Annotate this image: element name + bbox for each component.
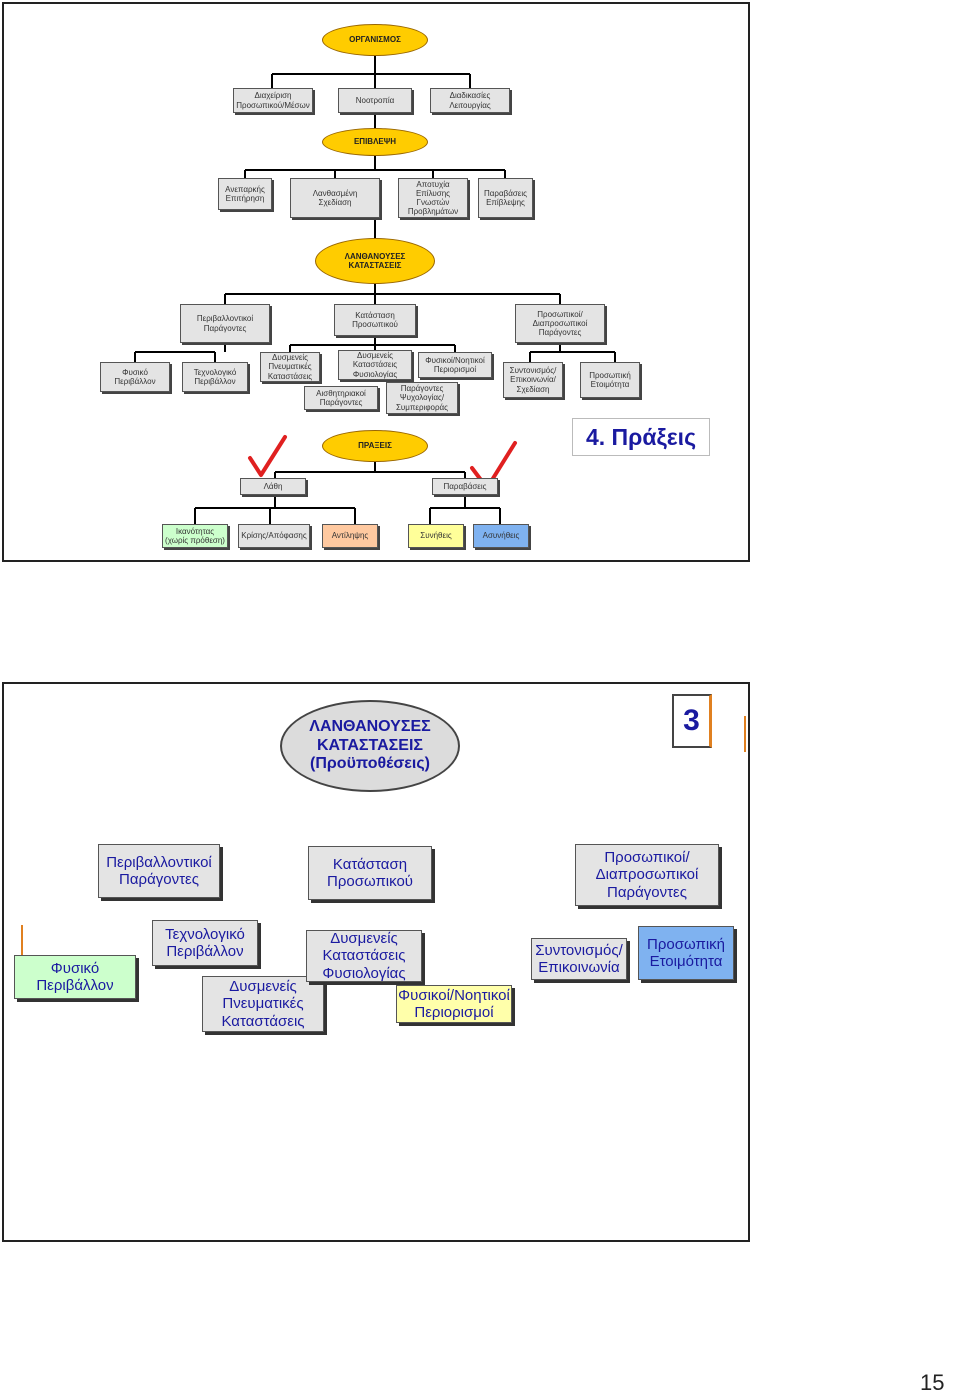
node-katastasi-prosopikou: Κατάσταση Προσωπικού <box>334 304 416 336</box>
node-asynitheis: Ασυνήθεις <box>473 524 529 548</box>
node-pneumatikes-katastaseis: Δυσμενείς Πνευματικές Καταστάσεις <box>260 352 320 382</box>
node-pneumatikes-katastaseis-2: Δυσμενείς Πνευματικές Καταστάσεις <box>202 976 324 1032</box>
node-prosopiki-etoimotita: Προσωπική Ετοιμότητα <box>580 362 640 398</box>
node-katastaseis-fysiologias: Δυσμενείς Καταστάσεις Φυσιολογίας <box>338 350 412 380</box>
node-texnologiko-perivallon-2: Τεχνολογικό Περιβάλλον <box>152 920 258 966</box>
node-syntonismos: Συντονισμός/ Επικοινωνία/ Σχεδίαση <box>503 362 563 398</box>
node-prosopiki-etoimotita-2: Προσωπική Ετοιμότητα <box>638 926 734 980</box>
node-ikanotitas: Ικανότητας (χωρίς πρόθεση) <box>162 524 228 548</box>
slide-number-badge: 3 <box>672 694 712 748</box>
node-psyxologias: Παράγοντες Ψυχολογίας/ Συμπεριφοράς <box>386 382 458 414</box>
node-diaxeirisi: Διαχείριση Προσωπικού/Μέσων <box>233 88 313 113</box>
node-apotyxia-epilysis: Αποτυχία Επίλυσης Γνωστών Προβλημάτων <box>398 178 468 218</box>
praxeis-section-label: 4. Πράξεις <box>572 418 710 456</box>
node-texnologiko-perivallon: Τεχνολογικό Περιβάλλον <box>182 362 248 392</box>
node-katastaseis-fysiologias-2: Δυσμενείς Καταστάσεις Φυσιολογίας <box>306 930 422 982</box>
node-syntonismos-2: Συντονισμός/ Επικοινωνία <box>531 938 627 980</box>
node-anepirki-epitirisi: Ανεπαρκής Επιτήρηση <box>218 178 272 210</box>
node-lanthasmeni-sxediasi: Λανθασμένη Σχεδίαση <box>290 178 380 218</box>
node-perivallontikoi: Περιβαλλοντικοί Παράγοντες <box>180 304 270 343</box>
node-krisis-apofasis: Κρίσης/Απόφασης <box>238 524 310 548</box>
fysiko-accent-line <box>21 925 23 957</box>
node-lathi: Λάθη <box>240 478 306 495</box>
node-paraviaseis-epiblepsis: Παραβάσεις Επίβλεψης <box>478 178 533 218</box>
node-antilipsis: Αντίληψης <box>322 524 378 548</box>
node-perivallontikoi-paragontes: Περιβαλλοντικοί Παράγοντες <box>98 844 220 898</box>
node-prosopikoi-diaprosopikoi-2: Προσωπικοί/ Διαπροσωπικοί Παράγοντες <box>575 844 719 906</box>
page-number: 15 <box>920 1370 945 1395</box>
node-root-lanthanouses: ΛΑΝΘΑΝΟΥΣΕΣ ΚΑΤΑΣΤΑΣΕΙΣ (Προϋποθέσεις) <box>280 700 460 792</box>
node-fysikoi-noitikoi: Φυσικοί/Νοητικοί Περιορισμοί <box>418 352 492 378</box>
node-diadikasies: Διαδικασίες Λειτουργίας <box>430 88 510 113</box>
node-organismos: ΟΡΓΑΝΙΣΜΟΣ <box>322 24 428 56</box>
node-fysikoi-noitikoi-2: Φυσικοί/Νοητικοί Περιορισμοί <box>396 985 512 1023</box>
node-katastasi-prosopikou-2: Κατάσταση Προσωπικού <box>308 846 432 900</box>
node-nootropia: Νοοτροπία <box>338 88 412 113</box>
node-paraviaseis: Παραβάσεις <box>432 478 498 495</box>
node-lanthanouses-katastaseis: ΛΑΝΘΑΝΟΥΣΕΣ ΚΑΤΑΣΤΑΣΕΙΣ <box>315 238 435 284</box>
node-fysiko-perivallon: Φυσικό Περιβάλλον <box>100 362 170 392</box>
node-synitheis: Συνήθεις <box>408 524 464 548</box>
node-epiblepsi: ΕΠΙΒΛΕΨΗ <box>322 128 428 156</box>
node-fysiko-perivallon-2: Φυσικό Περιβάλλον <box>14 955 136 999</box>
node-praxeis: ΠΡΑΞΕΙΣ <box>322 430 428 462</box>
node-aisthitiriakoi: Αισθητηριακοί Παράγοντες <box>304 386 378 410</box>
node-prosopikoi-diaprosopikoi: Προσωπικοί/ Διαπροσωπικοί Παράγοντες <box>515 304 605 343</box>
badge-accent-line <box>744 716 746 752</box>
